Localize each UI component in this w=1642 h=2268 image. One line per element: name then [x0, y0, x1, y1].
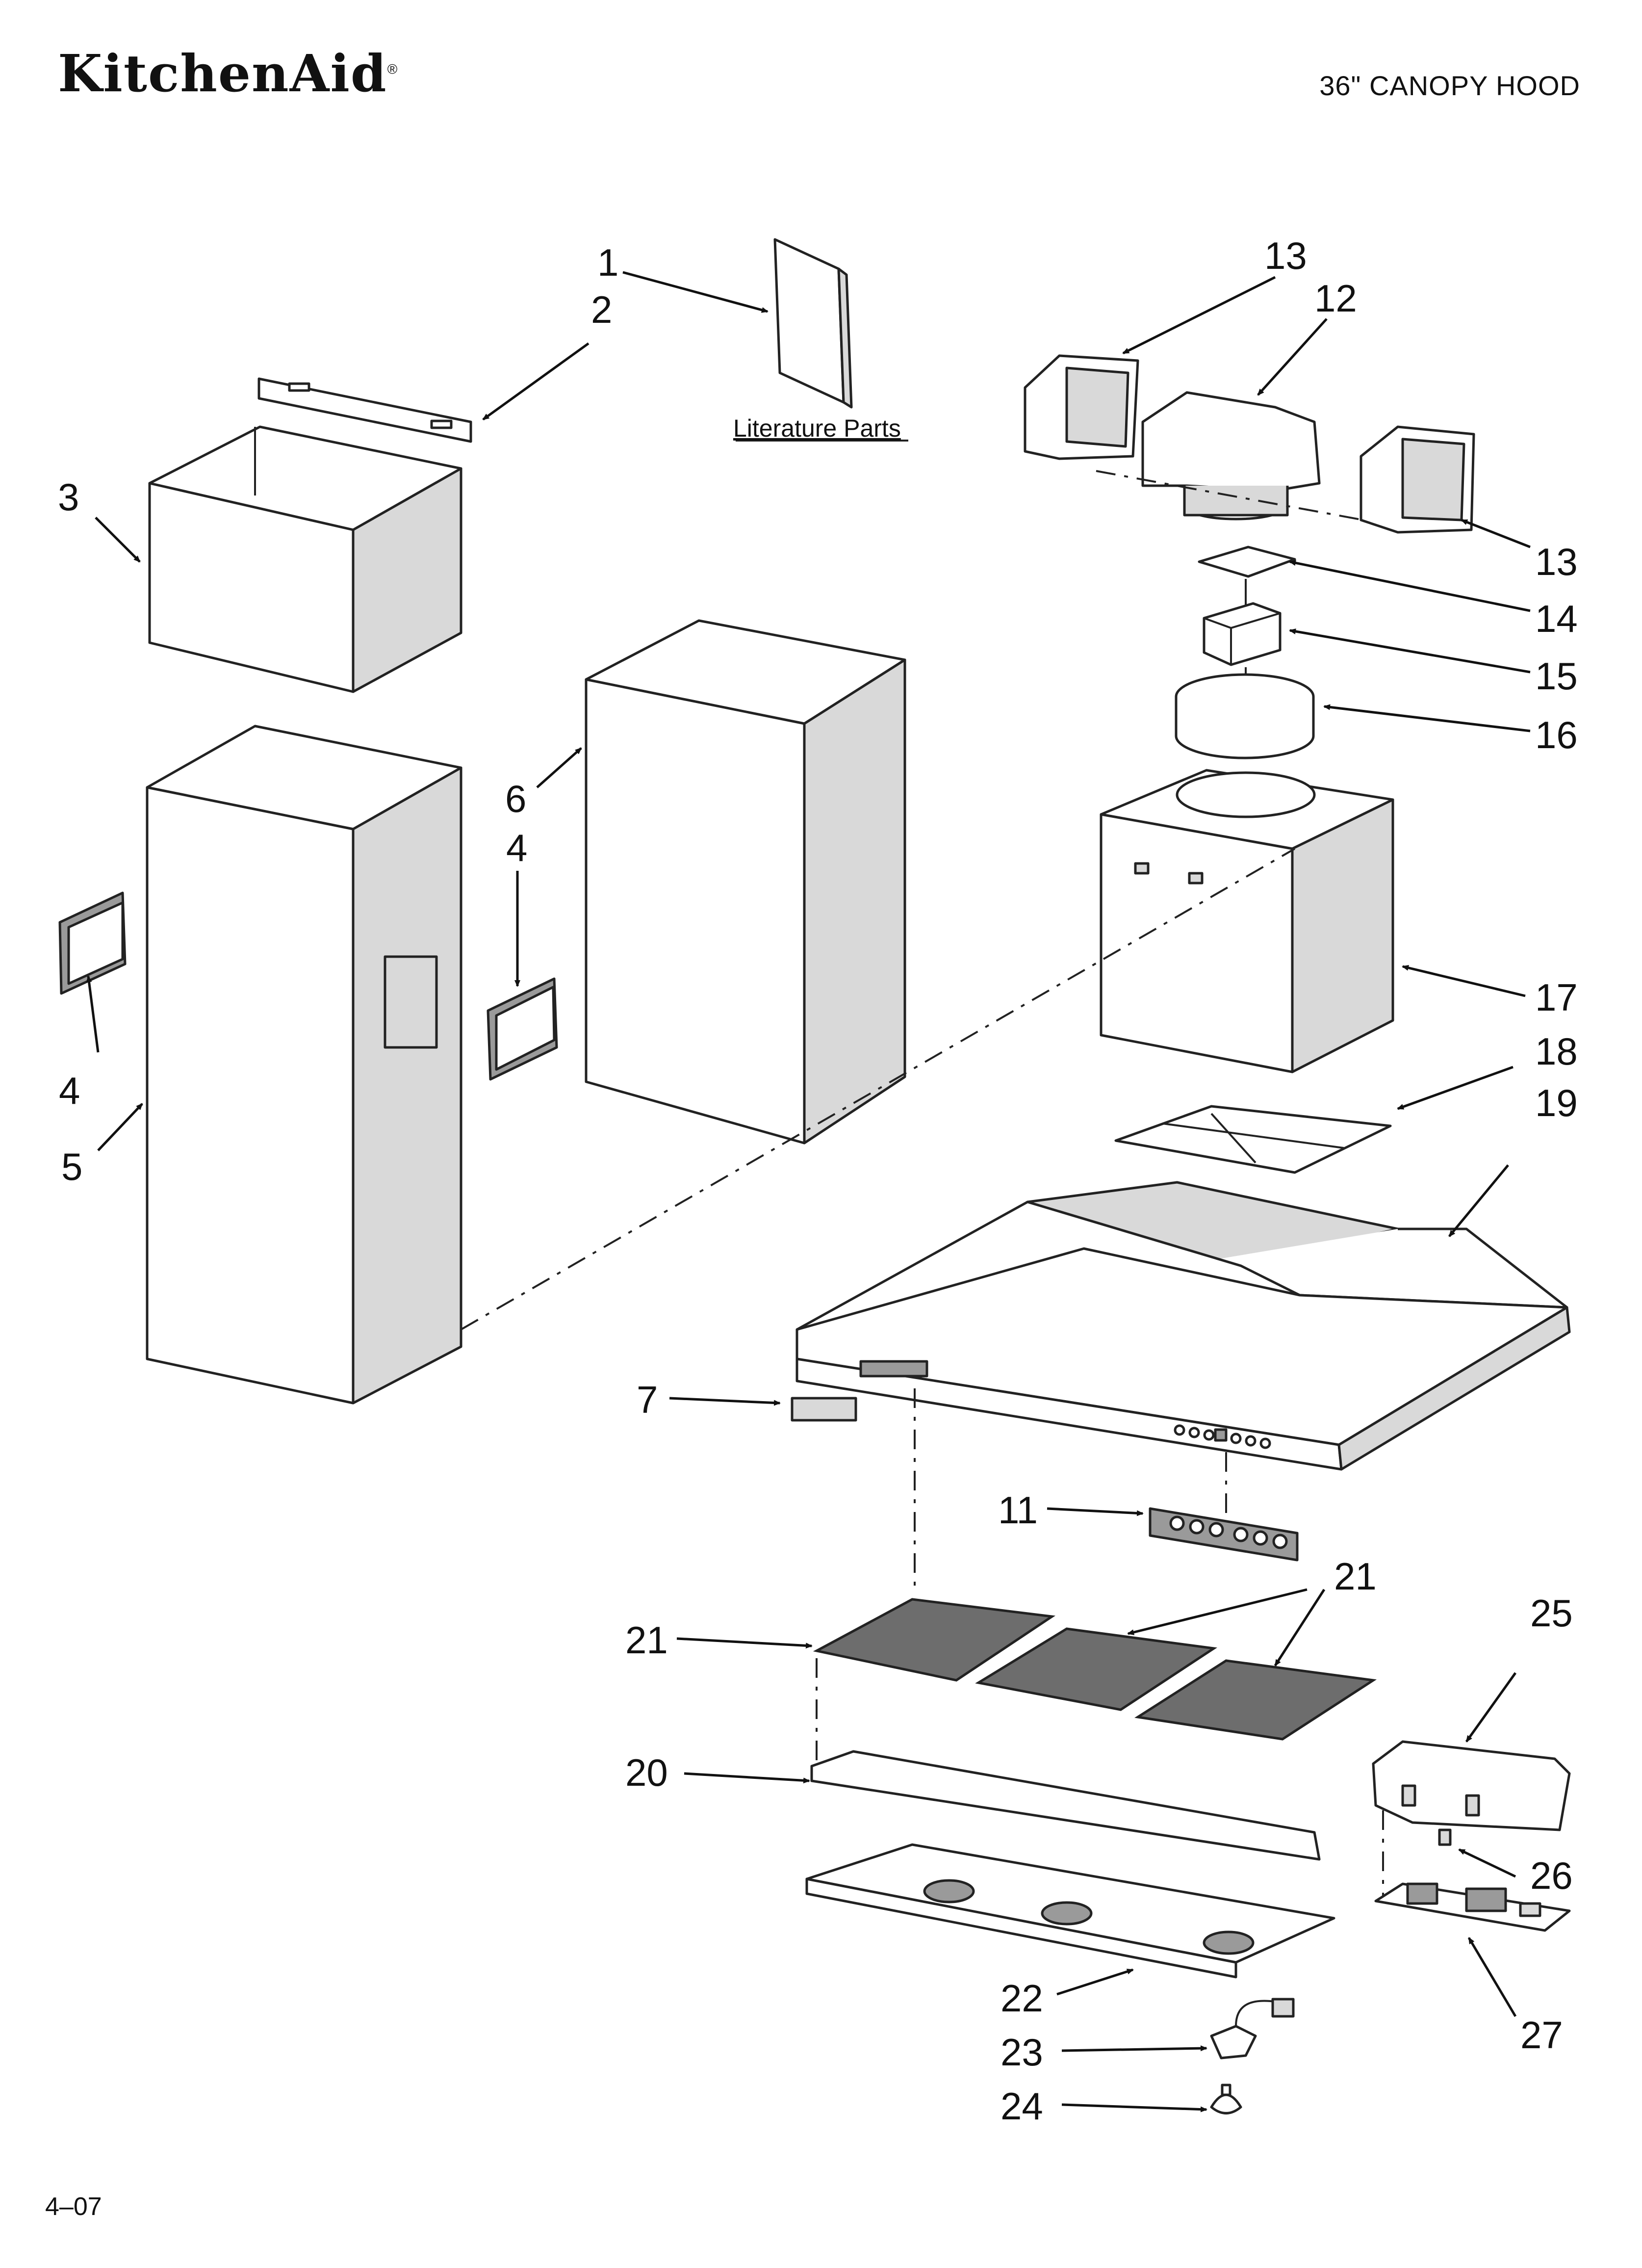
- callout-19: 19: [1535, 1081, 1578, 1124]
- callout-23: 23: [1001, 2031, 1043, 2074]
- callout-26: 26: [1530, 1854, 1573, 1897]
- callout-17: 17: [1535, 976, 1578, 1019]
- damper-plate: [1198, 546, 1296, 578]
- cover-plate-right: [487, 977, 558, 1081]
- callout-27: 27: [1520, 2013, 1563, 2057]
- exhaust-collar: [1175, 673, 1315, 759]
- filter-rail: [810, 1750, 1321, 1861]
- blower-housing: [1100, 769, 1394, 1073]
- callout-25: 25: [1530, 1591, 1573, 1635]
- lower-duct-cover: [146, 725, 462, 1405]
- callout-4-right: 4: [506, 826, 527, 869]
- callout-1: 1: [597, 241, 618, 284]
- duct-connector-right: [1360, 425, 1475, 534]
- registered-mark: ®: [387, 61, 399, 77]
- lamp-socket: [1210, 1998, 1295, 2059]
- callout-12: 12: [1314, 277, 1357, 320]
- nameplate: [791, 1397, 857, 1422]
- spacer-standoff: [1438, 1828, 1452, 1846]
- control-board: [1149, 1507, 1299, 1562]
- callout-3: 3: [58, 475, 79, 519]
- light-housing-panel: [805, 1843, 1335, 1979]
- callout-24: 24: [1001, 2085, 1043, 2128]
- damper-box: [1203, 602, 1282, 666]
- callout-4-left: 4: [59, 1069, 80, 1112]
- callout-6: 6: [505, 777, 526, 820]
- cover-plate-left: [58, 891, 127, 995]
- callout-labels: 1 2 3 4 4 5 6 7 11 12 13 13 14 15 16 17 …: [58, 234, 1578, 2128]
- brand-name: KitchenAid: [58, 43, 387, 104]
- electronic-box: [1372, 1740, 1571, 1831]
- revision-date: 4–07: [45, 2192, 102, 2221]
- callout-13-right: 13: [1535, 540, 1578, 583]
- literature-booklet: [736, 238, 908, 442]
- callout-13-top: 13: [1264, 234, 1307, 277]
- callout-21-right: 21: [1334, 1555, 1377, 1598]
- grease-filter-center: [975, 1627, 1217, 1711]
- grease-filter-right: [1134, 1659, 1377, 1741]
- charcoal-filter-frame: [1114, 1105, 1392, 1174]
- leader-lines: [86, 271, 1531, 2112]
- callout-14: 14: [1535, 597, 1578, 640]
- callout-5: 5: [61, 1145, 82, 1188]
- rear-duct-cover: [585, 619, 906, 1145]
- callout-15: 15: [1535, 654, 1578, 698]
- callout-2: 2: [591, 288, 612, 331]
- halogen-bulb: [1210, 2084, 1242, 2114]
- control-buttons: [1174, 1424, 1271, 1449]
- callout-20: 20: [625, 1751, 668, 1794]
- callout-18: 18: [1535, 1030, 1578, 1073]
- upper-duct-cover: [148, 425, 462, 693]
- callout-16: 16: [1535, 713, 1578, 756]
- callout-21-left: 21: [625, 1618, 668, 1662]
- mounting-bracket: [257, 377, 472, 443]
- callout-22: 22: [1001, 1977, 1043, 2020]
- canopy-hood-body: [795, 1181, 1571, 1471]
- model-title: 36" CANOPY HOOD: [1319, 70, 1580, 101]
- duct-connector-left: [1024, 354, 1139, 460]
- callout-11: 11: [998, 1488, 1038, 1532]
- literature-parts-label: Literature Parts: [733, 415, 901, 442]
- grease-filter-left: [813, 1598, 1055, 1682]
- kitchenaid-logo: KitchenAid®: [58, 43, 398, 104]
- callout-7: 7: [637, 1378, 658, 1421]
- circuit-board: [1374, 1882, 1571, 1932]
- duct-transition: [1141, 391, 1321, 521]
